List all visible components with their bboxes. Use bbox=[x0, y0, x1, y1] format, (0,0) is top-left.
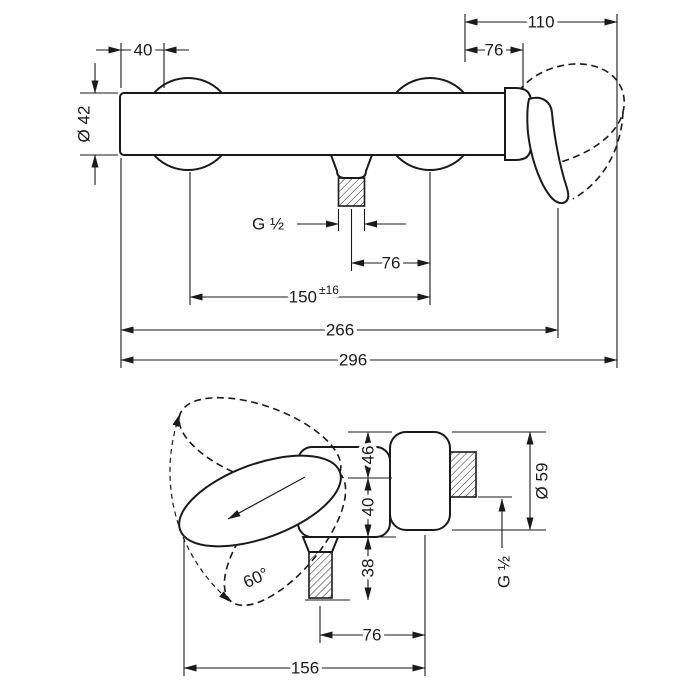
dim-156 bbox=[183, 540, 426, 676]
label-156: 156 bbox=[291, 659, 319, 678]
dim-dia-59 bbox=[452, 431, 546, 531]
dim-dia-42 bbox=[80, 63, 118, 185]
side-dimensions bbox=[183, 431, 546, 676]
side-view: 46 40 38 60° Ø 59 G ½ 76 156 bbox=[169, 396, 555, 681]
label-60-degrees: 60° bbox=[240, 564, 271, 592]
label-40: 40 bbox=[134, 41, 153, 60]
dim-110 bbox=[464, 14, 618, 368]
callout-thread-side bbox=[478, 496, 512, 548]
label-266: 266 bbox=[326, 321, 354, 340]
swing-arc bbox=[169, 413, 232, 603]
dim-150 bbox=[189, 172, 431, 305]
label-76-side: 76 bbox=[363, 626, 382, 645]
label-dia-59: Ø 59 bbox=[533, 463, 552, 500]
label-38: 38 bbox=[359, 559, 378, 578]
callout-thread-front bbox=[297, 209, 406, 231]
outlet-funnel bbox=[329, 154, 374, 179]
front-dimensions bbox=[80, 14, 618, 368]
label-40-side: 40 bbox=[359, 498, 378, 517]
dim-76-side bbox=[319, 535, 426, 676]
dim-266 bbox=[120, 158, 559, 368]
label-76-outlet: 76 bbox=[382, 254, 401, 273]
label-150-tolerance: ±16 bbox=[319, 283, 339, 297]
outlet-thread bbox=[337, 177, 366, 207]
handle-motion-arrow bbox=[227, 476, 306, 520]
label-110: 110 bbox=[527, 13, 554, 32]
label-150: 150 bbox=[289, 288, 317, 307]
dim-76-handle bbox=[464, 43, 524, 90]
label-46: 46 bbox=[359, 446, 378, 465]
label-thread-front: G ½ bbox=[252, 215, 284, 234]
front-view: 110 76 40 Ø 42 G ½ 76 150 ±16 266 296 bbox=[71, 9, 625, 373]
label-76-handle: 76 bbox=[485, 41, 504, 60]
outlet-thread-side bbox=[308, 551, 333, 599]
dim-46-40-38-stack bbox=[305, 431, 396, 601]
label-296: 296 bbox=[339, 351, 367, 370]
dim-40 bbox=[96, 43, 189, 88]
handle-lever bbox=[526, 96, 570, 205]
dim-76-outlet bbox=[350, 172, 431, 305]
label-dia-42: Ø 42 bbox=[75, 106, 94, 143]
escutcheon-side bbox=[389, 431, 451, 531]
label-thread-side: G ½ bbox=[495, 556, 514, 588]
mixer-body bbox=[119, 92, 514, 156]
wall-connection-thread bbox=[449, 451, 477, 498]
